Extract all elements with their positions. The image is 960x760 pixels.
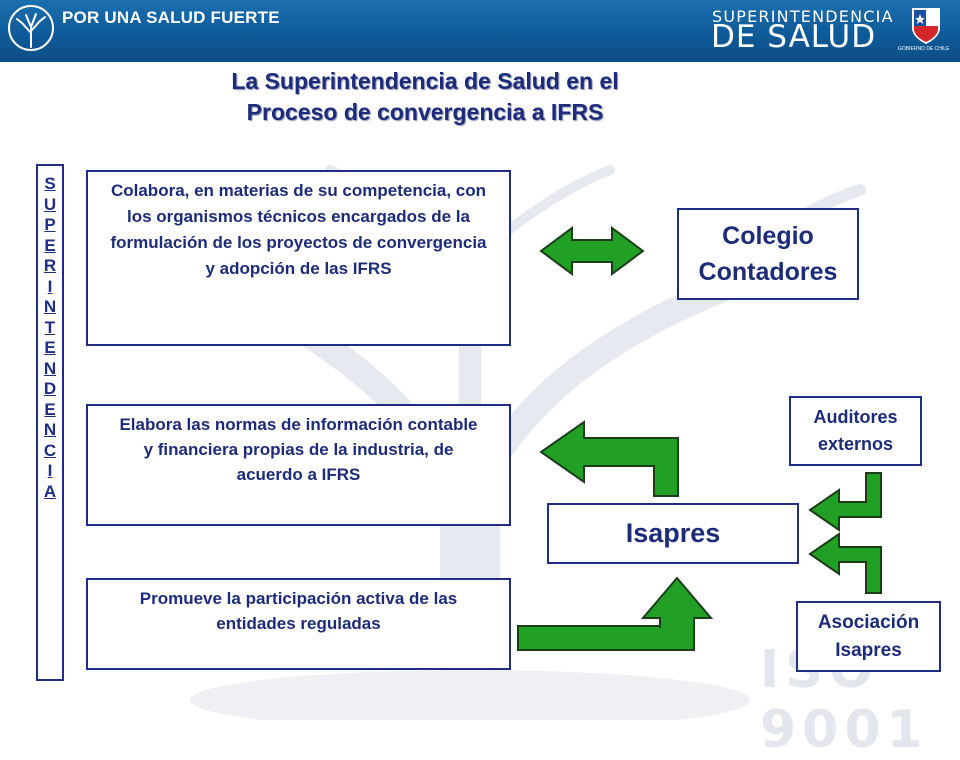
auditores-line-1: Auditores (813, 407, 898, 427)
vertical-letter: S (44, 174, 56, 193)
asociacion-line-2: Isapres (835, 639, 902, 661)
auditores-line-2: externos (817, 434, 894, 454)
vertical-letter: T (44, 317, 56, 337)
colegio-contadores-box: Colegio Contadores (677, 208, 859, 300)
tree-logo-icon (8, 5, 54, 51)
brand-bottom-text: DE SALUD (711, 19, 877, 55)
elabora-box: Elabora las normas de información contab… (86, 404, 511, 526)
asociacion-line-1: Asociación (817, 611, 920, 633)
asociacion-isapres-box: Asociación Isapres (796, 601, 941, 672)
auditores-externos-box: Auditores externos (789, 396, 922, 466)
vertical-letter: E (44, 399, 56, 419)
collabora-text: Colabora, en materias de su competencia,… (110, 181, 487, 278)
brand-top-text: SUPERINTENDENCIA (712, 7, 894, 26)
vertical-letter: N (43, 420, 57, 439)
title-line-2: Proceso de convergencia a IFRS (246, 99, 604, 125)
collabora-box: Colabora, en materias de su competencia,… (86, 170, 511, 346)
slide-title: La Superintendencia de Salud en el Proce… (150, 66, 700, 128)
vertical-letter: R (43, 256, 57, 275)
vertical-letter: U (43, 194, 57, 214)
colegio-line-2: Contadores (698, 258, 838, 286)
isapres-text: Isapres (625, 518, 721, 548)
gov-caption: GOBIERNO DE CHILE (898, 46, 950, 52)
promueve-box: Promueve la participación activa de las … (86, 578, 511, 670)
vertical-letter: C (43, 440, 57, 460)
vertical-letter: N (43, 297, 57, 316)
vertical-letter: N (43, 358, 57, 378)
vertical-letter: A (43, 481, 57, 501)
colegio-line-1: Colegio (722, 222, 814, 250)
vertical-letter: E (44, 235, 56, 255)
vertical-letter: P (44, 215, 56, 234)
title-line-1: La Superintendencia de Salud en el (231, 68, 619, 94)
gov-chile-shield-icon (912, 8, 940, 44)
elabora-text: Elabora las normas de información contab… (119, 415, 478, 484)
slogan-text: POR UNA SALUD FUERTE (62, 8, 280, 27)
vertical-letter: E (44, 338, 56, 357)
header-band: POR UNA SALUD FUERTE SUPERINTENDENCIA DE… (0, 0, 960, 62)
isapres-box: Isapres (547, 503, 799, 564)
vertical-letter: D (43, 379, 57, 398)
vertical-letter: I (47, 276, 53, 296)
promueve-text: Promueve la participación activa de las … (139, 589, 458, 633)
vertical-letter: I (47, 461, 53, 480)
